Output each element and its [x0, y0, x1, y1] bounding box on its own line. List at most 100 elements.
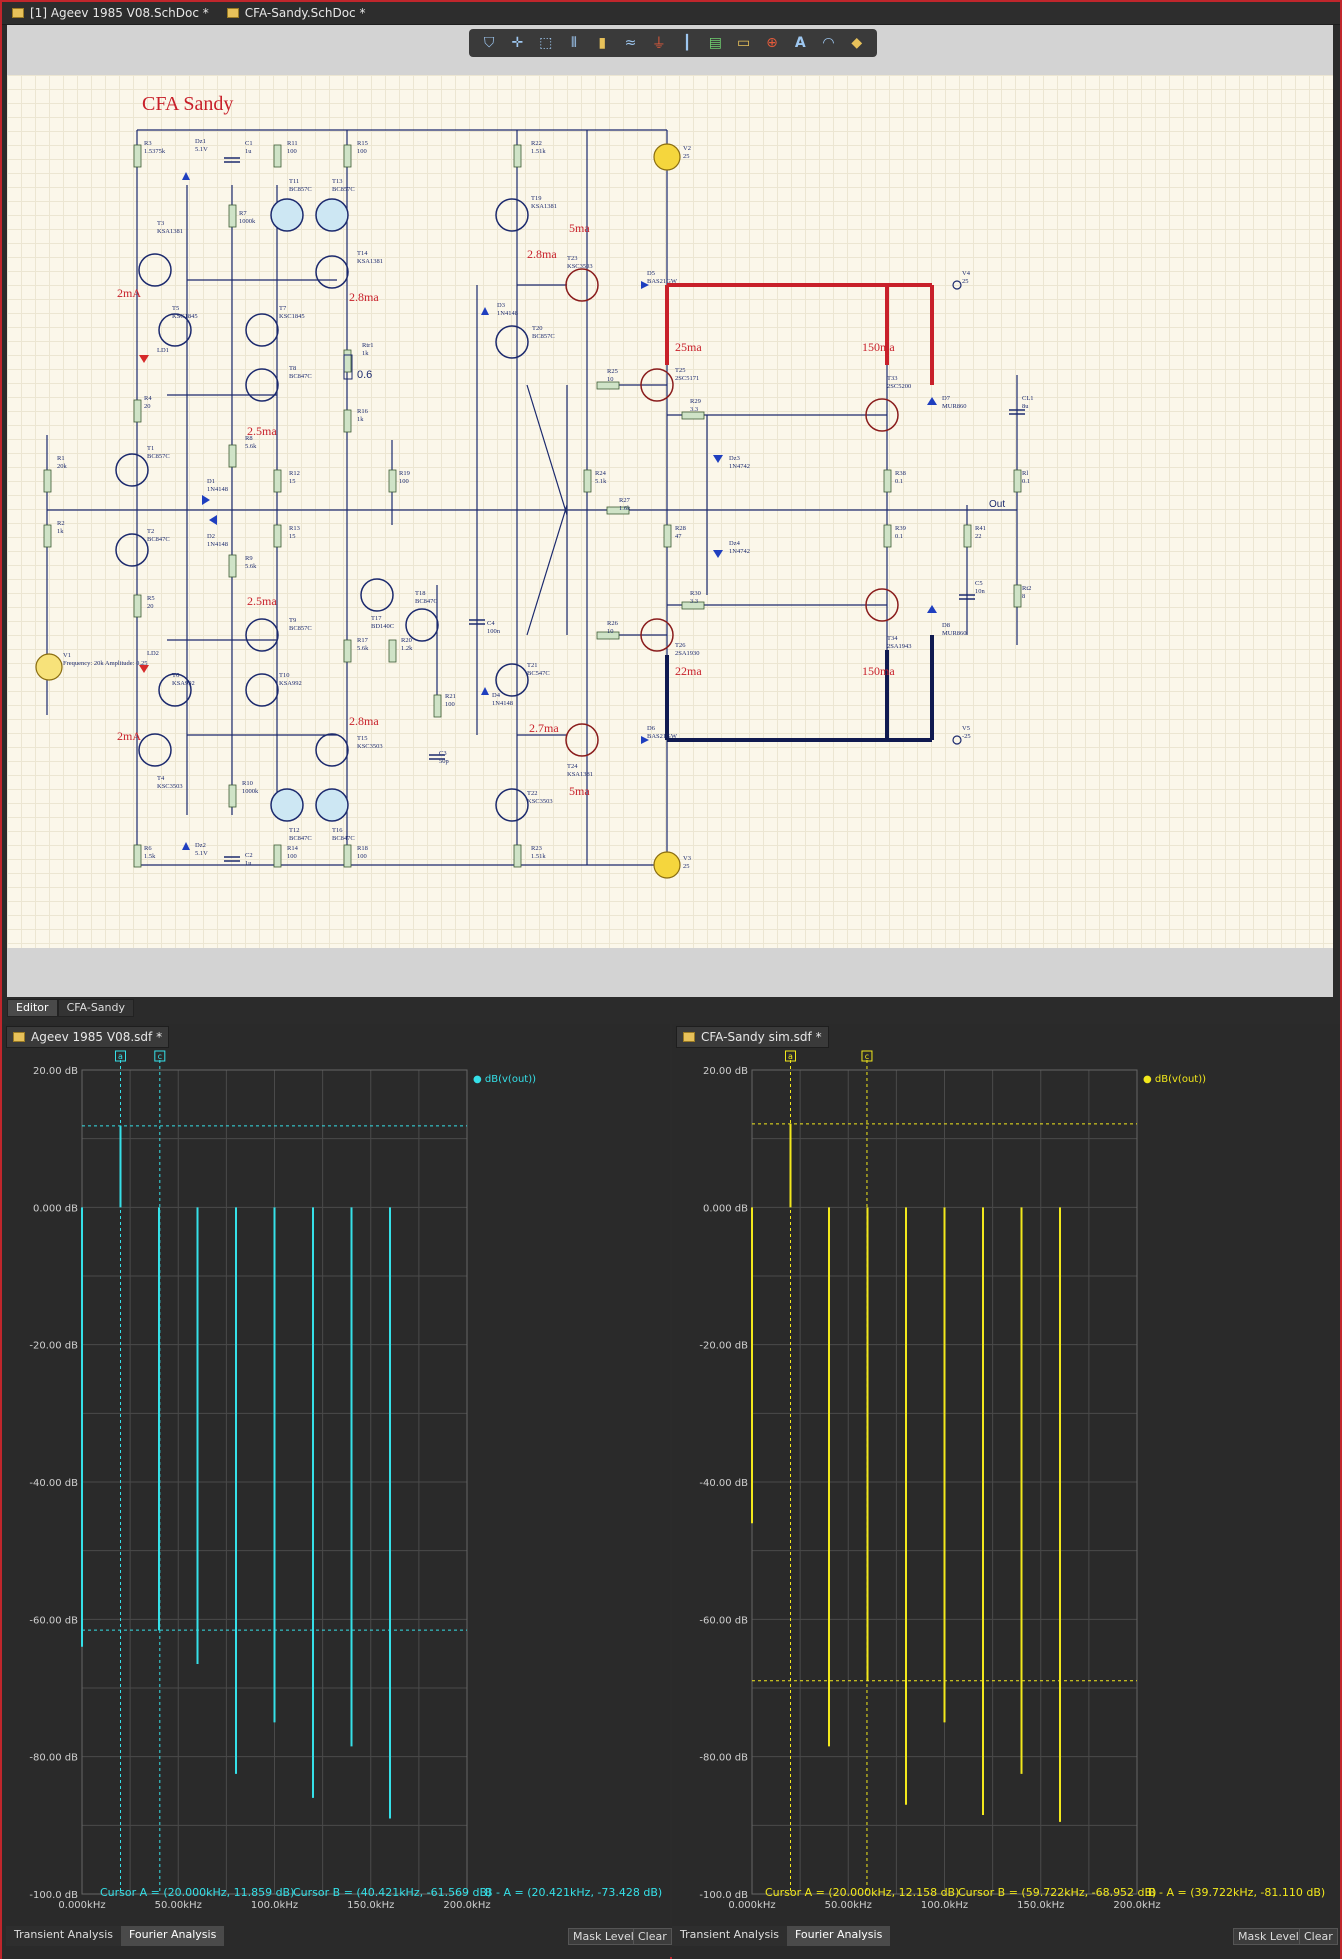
doc-tab-cfa-sandy[interactable]: CFA-Sandy.SchDoc *	[217, 2, 374, 24]
component-value-label: 1u	[245, 860, 252, 867]
component-ref-label: R20	[401, 637, 412, 644]
component-ref-label: R27	[619, 497, 631, 504]
x-tick-label: 150.0kHz	[1017, 1900, 1064, 1911]
component-value-label: MUR860	[942, 630, 967, 637]
select-rect-icon[interactable]: ⬚	[539, 35, 553, 51]
component-ref-label: T15	[357, 735, 367, 742]
component-value-label: 1k	[57, 528, 64, 535]
fourier-plot-right[interactable]: 20.00 dB0.000 dB-20.00 dB-40.00 dB-60.00…	[672, 1050, 1340, 1930]
x-tick-label: 150.0kHz	[347, 1900, 394, 1911]
component-ref-label: R13	[289, 525, 300, 532]
plot-legend: ● dB(v(out))	[473, 1074, 536, 1085]
component-ref-label: T8	[289, 365, 296, 372]
tab-editor[interactable]: Editor	[7, 999, 58, 1017]
probe-icon[interactable]: ⊕	[766, 35, 778, 51]
cursor-a-readout-left: Cursor A = (20.000kHz, 11.859 dB)	[100, 1886, 295, 1899]
component-value-label: 2SC5200	[887, 383, 911, 390]
component-value-label: 2SA1943	[887, 643, 912, 650]
component-value-label: 15	[289, 478, 296, 485]
component-value-label: 1N4742	[729, 463, 750, 470]
component-value-label: 1.5375k	[144, 148, 166, 155]
filter-icon[interactable]: ⛉	[483, 35, 495, 51]
arc-icon[interactable]: ◠	[822, 35, 835, 51]
tab-transient-analysis[interactable]: Transient Analysis	[6, 1926, 121, 1946]
component-ref-label: T19	[531, 195, 541, 202]
component-ref-label: T24	[567, 763, 578, 770]
crosshair-icon[interactable]: ✛	[511, 35, 524, 51]
component-ref-label: R14	[287, 845, 299, 852]
current-annotation: 2mA	[117, 286, 141, 300]
component-value-label: BC847C	[289, 373, 312, 380]
mask-level-button[interactable]: Mask Level	[1233, 1928, 1304, 1945]
editor-tab-bar: Editor CFA-Sandy	[7, 999, 134, 1017]
tab-fourier-analysis[interactable]: Fourier Analysis	[787, 1926, 891, 1946]
component-value-label: 100	[287, 148, 297, 155]
text-icon[interactable]: A	[794, 35, 806, 51]
tab-fourier-analysis[interactable]: Fourier Analysis	[121, 1926, 225, 1946]
y-tick-label: -60.00 dB	[699, 1615, 748, 1626]
component-ref-label: R2	[57, 520, 65, 527]
component-ref-label: T1	[147, 445, 154, 452]
component-ref-label: T23	[567, 255, 577, 262]
power-port-icon[interactable]: ⏚	[651, 36, 666, 52]
doc-tab-ageev[interactable]: [1] Ageev 1985 V08.SchDoc *	[2, 2, 217, 24]
sim-doc-tab-left[interactable]: Ageev 1985 V08.sdf *	[6, 1026, 170, 1048]
sim-doc-tab-right[interactable]: CFA-Sandy sim.sdf *	[676, 1026, 829, 1048]
cursor-a-readout-right: Cursor A = (20.000kHz, 12.158 dB)	[765, 1886, 960, 1899]
x-tick-label: 100.0kHz	[921, 1900, 968, 1911]
component-value-label: BAS21GW	[647, 733, 678, 740]
cursor-flag[interactable]	[861, 1050, 873, 1062]
component-ref-label: R15	[357, 140, 368, 147]
clear-button[interactable]: Clear	[633, 1928, 672, 1945]
x-tick-label: 50.00kHz	[825, 1900, 872, 1911]
current-annotation: 150ma	[862, 664, 895, 678]
component-value-label: KSC3503	[527, 798, 553, 805]
component-value-label: 100	[287, 853, 297, 860]
bus-icon[interactable]: ┃	[682, 35, 692, 51]
analysis-tabs-right: Transient Analysis Fourier Analysis	[672, 1926, 891, 1946]
component-value-label: 1.51k	[531, 148, 546, 155]
schematic-sheet[interactable]: CFA Sandy 2mA 2.5ma 2.5ma 2mA 2.8ma 2.8m…	[7, 75, 1333, 948]
tab-cfa-sandy[interactable]: CFA-Sandy	[57, 999, 134, 1017]
component-ref-label: R38	[895, 470, 906, 477]
current-annotation: 22ma	[675, 664, 702, 678]
component-icon[interactable]: ▮	[598, 35, 607, 51]
component-ref-label: Dz3	[729, 455, 740, 462]
cursor-flag[interactable]	[154, 1050, 166, 1062]
cursor-flag[interactable]	[785, 1050, 796, 1062]
junction-icon[interactable]: ◆	[851, 35, 863, 51]
schematic-canvas[interactable]: ⛉ ✛ ⬚ ⫴ ▮ ≈ ⏚ ┃ ▤ ▭ ⊕ A ◠ ◆	[7, 25, 1333, 997]
component-ref-label: C2	[245, 852, 253, 859]
component-value-label: 10	[607, 628, 614, 635]
fourier-plot-left[interactable]: 20.00 dB0.000 dB-20.00 dB-40.00 dB-60.00…	[2, 1050, 670, 1930]
y-tick-label: -20.00 dB	[699, 1341, 748, 1352]
wire-icon[interactable]: ≈	[624, 35, 637, 51]
component-ref-label: R12	[289, 470, 300, 477]
tab-transient-analysis[interactable]: Transient Analysis	[672, 1926, 787, 1946]
sim-doc-icon	[683, 1032, 695, 1042]
component-ref-label: R21	[445, 693, 456, 700]
align-icon[interactable]: ⫴	[571, 35, 577, 51]
clear-button[interactable]: Clear	[1299, 1928, 1338, 1945]
component-value-label: 1N4148	[492, 700, 513, 707]
component-ref-label: LD1	[157, 347, 169, 354]
component-value-label: 50p	[439, 758, 449, 765]
current-annotation: 25ma	[675, 340, 702, 354]
x-tick-label: 50.00kHz	[155, 1900, 202, 1911]
doc-tab-label: CFA-Sandy.SchDoc *	[244, 6, 366, 20]
cursor-flag[interactable]	[115, 1050, 126, 1062]
schematic-doc-icon	[226, 8, 239, 18]
component-ref-label: R11	[287, 140, 298, 147]
component-value-label: 100	[399, 478, 409, 485]
current-annotation: 5ma	[569, 784, 590, 798]
plot-legend: ● dB(v(out))	[1143, 1074, 1206, 1085]
cursor-b-readout-left: Cursor B = (40.421kHz, -61.569 dB)	[293, 1886, 492, 1899]
component-ref-label: R4	[144, 395, 152, 402]
mask-level-button[interactable]: Mask Level	[568, 1928, 639, 1945]
port-icon[interactable]: ▭	[737, 35, 751, 51]
component-ref-label: R26	[607, 620, 619, 627]
component-ref-label: V5	[962, 725, 970, 732]
component-ref-label: D3	[497, 302, 505, 309]
net-label-icon[interactable]: ▤	[708, 35, 722, 51]
